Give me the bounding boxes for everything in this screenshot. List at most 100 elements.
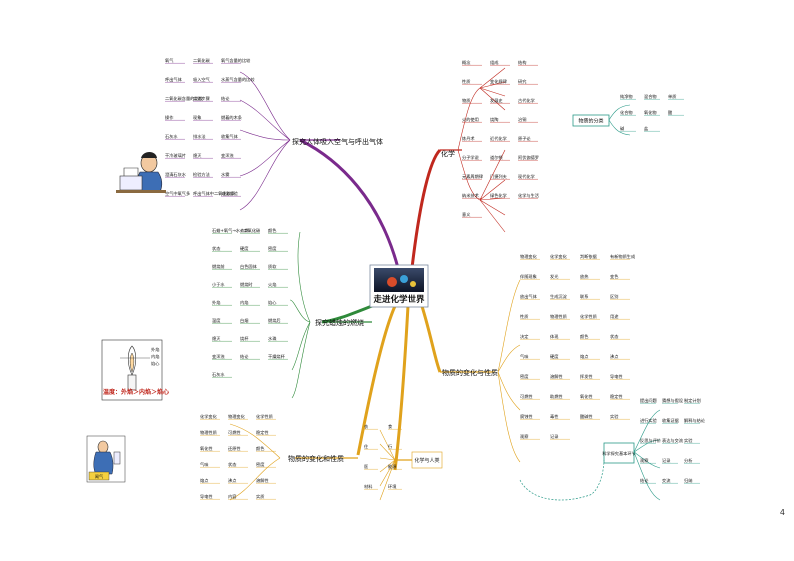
node-label: 表达与交流 bbox=[662, 437, 684, 444]
node-label: 有新物质生成 bbox=[610, 253, 635, 260]
node-label: 沸点 bbox=[610, 353, 618, 360]
node-label: 性质 bbox=[462, 78, 470, 85]
node-label: 实验 bbox=[610, 413, 619, 420]
node-label: 区别 bbox=[610, 293, 618, 300]
node-label: 白烟 bbox=[240, 317, 248, 324]
node-label: 还原性 bbox=[228, 445, 241, 452]
node-label: 燃烧前 bbox=[212, 263, 225, 270]
node-label: 小于水 bbox=[212, 281, 225, 288]
node-label: 吸入空气 bbox=[193, 76, 211, 83]
node-label: 状态 bbox=[212, 245, 220, 252]
node-label: 稳定性 bbox=[610, 393, 623, 400]
node-label: 记录 bbox=[550, 433, 558, 439]
node-label: 状态 bbox=[610, 333, 618, 340]
node-label: 助燃性 bbox=[550, 393, 563, 400]
node-label: 熄灭 bbox=[193, 152, 202, 159]
node-label: 衣 bbox=[364, 423, 369, 430]
node-label: 颜色 bbox=[256, 445, 265, 452]
branch-label: 物质的变化和性质 bbox=[288, 454, 344, 463]
node-label: 氧气含量的比较 bbox=[221, 57, 251, 64]
node-label: 分子学说 bbox=[462, 154, 479, 161]
node-label: 记录 bbox=[662, 457, 670, 463]
node-label: 住 bbox=[364, 443, 369, 449]
node-label: 石蜡+氧气→水+二氧化碳 bbox=[212, 227, 261, 234]
node-label: 毒性 bbox=[550, 413, 558, 420]
node-label: 稳定性 bbox=[256, 429, 269, 436]
node-label: 燃着的木条 bbox=[221, 114, 243, 121]
node-label: 化合物 bbox=[620, 109, 633, 116]
node-label: 结论 bbox=[221, 95, 230, 102]
node-label: 古代化学 bbox=[518, 97, 535, 104]
node-label: 密度 bbox=[256, 461, 265, 468]
node-label: 状态 bbox=[228, 461, 236, 468]
node-label: 石灰水 bbox=[165, 133, 178, 140]
node-label: 二氧化碳含量的比较 bbox=[165, 95, 204, 102]
box-title: 物质的分类 bbox=[578, 118, 603, 125]
node-label: 观察 bbox=[520, 433, 529, 440]
node-label: 密度 bbox=[520, 373, 529, 380]
node-label: 二氧化碳 bbox=[193, 57, 211, 64]
branch-change-nature: 物质的变化和性质 化学变化物理变化化学性质物理性质可燃性稳定性氧化性还原性颜色气… bbox=[200, 413, 358, 501]
node-label: 内焰 bbox=[240, 299, 248, 306]
illustration-person-breath bbox=[116, 152, 166, 193]
node-label: 气味 bbox=[200, 461, 209, 468]
node-label: 白色固体 bbox=[240, 263, 258, 270]
node-label: 解释与结论 bbox=[684, 417, 706, 424]
node-label: 烧杯 bbox=[240, 335, 249, 342]
node-label: 酸碱性 bbox=[580, 413, 593, 420]
node-label: 单质 bbox=[668, 93, 676, 100]
node-label: 化学变化 bbox=[200, 413, 218, 420]
node-label: 火焰 bbox=[268, 281, 276, 288]
node-label: 呼出气体中二氧化碳多 bbox=[193, 190, 235, 197]
candle-inner-label: 内焰 bbox=[151, 353, 159, 360]
candle-core-label: 焰心 bbox=[151, 360, 160, 367]
node-label: 硬度 bbox=[240, 245, 249, 252]
node-label: 冶铜 bbox=[518, 116, 526, 123]
node-label: 实验 bbox=[684, 437, 693, 444]
node-label: 氧气 bbox=[165, 57, 174, 64]
branch-label: 化学 bbox=[441, 149, 455, 158]
node-label: 气味 bbox=[520, 353, 529, 360]
node-label: 食 bbox=[388, 423, 393, 430]
node-label: 酸 bbox=[668, 109, 673, 116]
illustration-candle: 外焰 内焰 焰心 温度：外焰＞内焰＞焰心 bbox=[101, 339, 169, 401]
node-label: 判断依据 bbox=[580, 253, 597, 260]
node-label: 熄灭 bbox=[212, 335, 221, 342]
node-label: 现象 bbox=[193, 114, 201, 121]
branch-explore-candle: 探究蜡烛的燃烧 石蜡+氧气→水+二氧化碳点燃颜色状态硬度密度燃烧前白色固体质软小… bbox=[212, 227, 372, 399]
branch-label: 化学与人类 bbox=[414, 457, 439, 464]
node-label: 收集证据 bbox=[662, 417, 679, 424]
node-label: 挥发性 bbox=[580, 373, 593, 380]
node-label: 道尔顿 bbox=[490, 154, 503, 161]
node-label: 放出气体 bbox=[520, 293, 538, 300]
branch-label: 物质的变化与性质 bbox=[442, 368, 498, 377]
node-label: 体现 bbox=[550, 333, 558, 340]
center-title: 走进化学世界 bbox=[372, 294, 425, 305]
node-label: 性质 bbox=[520, 313, 528, 320]
node-label: 概念 bbox=[462, 59, 471, 66]
node-label: 实质 bbox=[256, 493, 264, 500]
node-label: 可燃性 bbox=[228, 429, 241, 436]
node-label: 猜想与假设 bbox=[662, 397, 684, 404]
node-label: 干冷玻璃片 bbox=[165, 152, 186, 159]
branch-label: 探究蜡烛的燃烧 bbox=[315, 318, 364, 327]
node-label: 对比实验 bbox=[221, 190, 239, 197]
node-label: 纯净物 bbox=[620, 93, 633, 100]
branch-chem-world: 化学与人类 衣食住行医能源材料环境 bbox=[364, 423, 443, 501]
node-label: 门捷列夫 bbox=[490, 173, 508, 180]
node-label: 混合物 bbox=[644, 93, 657, 100]
branch-chemistry: 化学 概念组成结构性质变化规律研究物质发展史古代化学火的使用烧陶冶铜炼丹术近代化… bbox=[440, 59, 539, 233]
node-label: 沸点 bbox=[228, 477, 236, 484]
node-label: 反思与评价 bbox=[640, 437, 662, 444]
node-label: 发光 bbox=[550, 273, 558, 280]
node-label: 进行实验 bbox=[640, 417, 658, 424]
node-label: 溶解性 bbox=[550, 373, 563, 380]
node-label: 氧化性 bbox=[200, 445, 213, 452]
node-label: 氧化性 bbox=[580, 393, 593, 400]
node-label: 石灰水 bbox=[212, 371, 225, 378]
node-label: 密度 bbox=[268, 245, 277, 252]
node-label: 行 bbox=[388, 443, 392, 450]
node-label: 腐蚀性 bbox=[520, 413, 533, 420]
node-label: 物理变化 bbox=[228, 413, 246, 420]
